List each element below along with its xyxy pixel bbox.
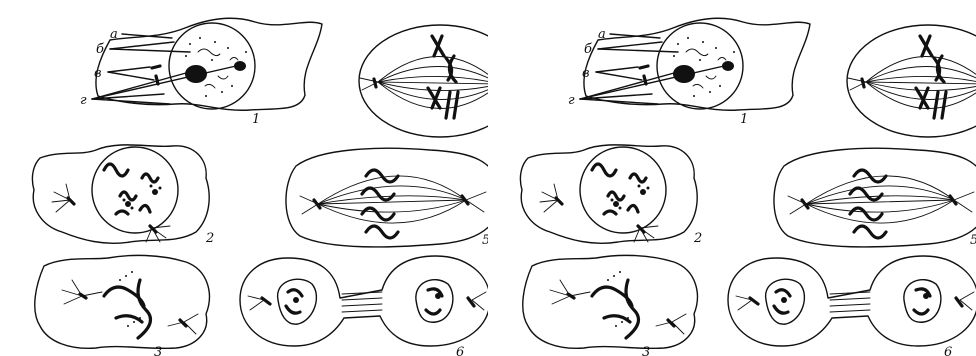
cell-membrane [523,255,698,348]
centrioles [248,292,486,310]
asters [62,280,198,334]
stage-4-cell: 4 [359,25,488,138]
stage-number-3: 3 [154,345,162,356]
cell-membrane [847,25,976,137]
asters [550,280,686,334]
mitosis-diagram: а б в г 1 4 [0,0,488,356]
diagram-panel-left: а б в г 1 4 [0,0,488,356]
cell-membrane [774,148,976,247]
diagram-panel-right: а б в г 1 4 [488,0,976,356]
stage-number-6: 6 [456,345,464,356]
cell-membrane [286,148,488,247]
cell-membrane [240,256,488,346]
daughter-nucleus-right [904,280,941,323]
cell-membrane [35,255,210,348]
label-pointers [92,34,236,104]
stage-number-2: 2 [693,231,702,246]
cell-membrane [359,25,488,137]
stage-number-6: 6 [944,345,952,356]
stage-4-cell: 4 [847,25,976,138]
stage-number-5: 5 [970,233,976,248]
spindle-fibers [360,56,488,108]
label-b: б [96,42,104,57]
stage-number-1: 1 [740,112,748,127]
centrioles [736,292,974,310]
label-a: а [598,27,606,42]
stage-number-3: 3 [642,345,650,356]
stage-6-cell: 6 [728,256,976,356]
mitosis-diagram-copy: а б в г 1 4 [488,0,976,356]
chromosomes [592,280,639,338]
midbody-fibers [342,292,382,312]
daughter-nucleus-right [416,280,453,323]
stage-2-cell: 2 [520,145,702,246]
cell-membrane [728,256,976,346]
midbody-fibers [830,292,870,312]
stage-number-2: 2 [205,231,214,246]
stage-number-1: 1 [252,112,260,127]
label-g: г [568,93,575,108]
stage-5-cell: 5 [774,148,976,248]
stage-2-cell: 2 [32,145,214,246]
stage-1-cell: а б в г 1 [80,18,322,127]
stage-6-cell: 6 [240,256,488,356]
label-pointers [580,34,724,104]
label-v: в [94,66,102,81]
chromosomes [104,280,151,338]
label-g: г [80,93,87,108]
condensing-chromosomes [104,164,158,214]
stage-1-cell: а б в г 1 [568,18,810,127]
label-b: б [584,42,592,57]
nucleus-outline [580,147,666,233]
label-a: а [110,27,118,42]
stage-3-cell: 3 [523,255,698,356]
nucleus-outline [92,147,178,233]
stage-5-cell: 5 [286,148,488,248]
label-v: в [582,66,590,81]
condensing-chromosomes [592,164,646,214]
stage-3-cell: 3 [35,255,210,356]
spindle-fibers [848,56,976,108]
